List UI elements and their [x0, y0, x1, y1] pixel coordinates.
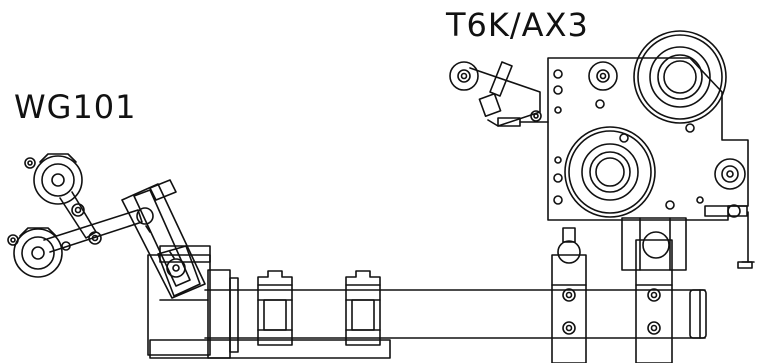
wg101-lower-roller	[8, 228, 62, 277]
right-small-roller	[715, 159, 745, 189]
large-lower-wheel	[565, 127, 655, 217]
carriage-block-right	[622, 218, 686, 363]
wg101-label: WG101	[14, 88, 137, 126]
t6k-ax3-label: T6K/AX3	[446, 6, 589, 44]
right-spring-arm	[705, 205, 754, 268]
carriage-block-left	[552, 228, 586, 363]
small-roller-plate	[589, 62, 617, 90]
t6k-dancer-arm	[450, 62, 548, 126]
wg101-upper-roller	[25, 154, 82, 204]
rail-clamp-2	[346, 271, 380, 345]
rail-clamp-1	[258, 271, 292, 345]
wg101-arms	[44, 192, 142, 252]
base-rail	[205, 290, 706, 338]
t6k-main-plate	[548, 58, 748, 220]
wg101-mast	[122, 180, 205, 298]
large-upper-wheel	[634, 31, 726, 123]
